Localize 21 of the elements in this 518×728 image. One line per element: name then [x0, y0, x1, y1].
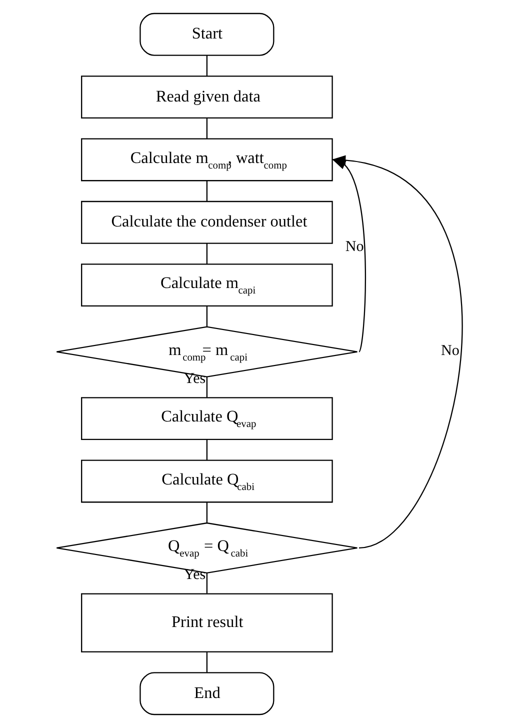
connector: [206, 652, 208, 672]
node-box: Calculate m$_{comp}$, watt$_{comp}$: [80, 138, 332, 182]
node-box: Print result: [80, 593, 332, 652]
connector: [206, 376, 208, 398]
connector: [206, 502, 208, 523]
connector: [206, 243, 208, 264]
node-box: Calculate the condenser outlet: [80, 200, 332, 244]
edge-label: No: [344, 238, 364, 255]
connector: [206, 118, 208, 139]
node-box: Read given data: [80, 76, 332, 119]
connector: [206, 180, 208, 202]
node-box: End: [139, 672, 274, 716]
connector: [206, 439, 208, 460]
node-box: Start: [139, 12, 274, 56]
node-box: Calculate m$_{capi}$: [80, 264, 332, 307]
node-box: Calculate Q$_{evap}$: [80, 397, 332, 440]
edge-label: No: [440, 343, 459, 360]
connector: [206, 573, 208, 594]
connector: [206, 306, 208, 327]
connector: [206, 55, 208, 76]
node-box: Calculate Q$_{cabi}$: [80, 460, 332, 503]
